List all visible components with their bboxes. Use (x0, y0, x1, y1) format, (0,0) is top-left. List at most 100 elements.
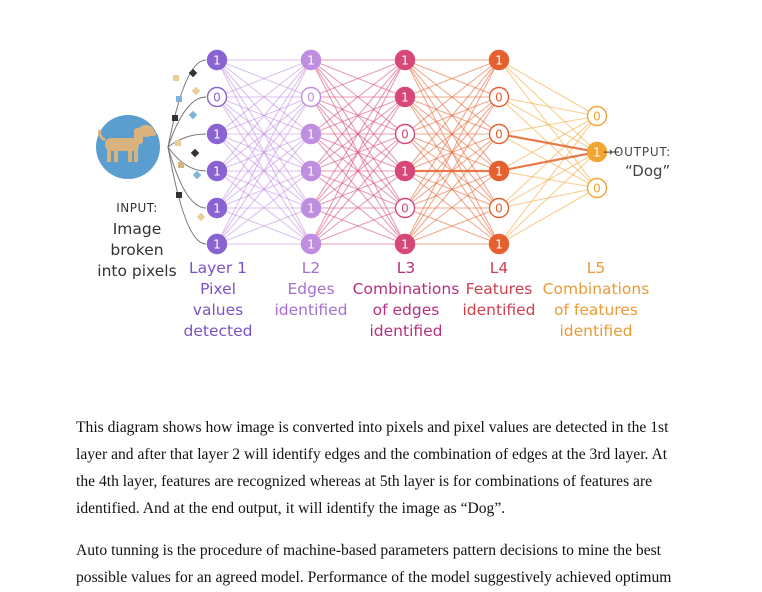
input-arrow (167, 146, 207, 209)
layer-label-1: Layer 1 Pixel values detected (168, 258, 268, 342)
layer-desc-line: Features (465, 280, 533, 298)
paragraph-line: identified. And at the end output, it wi… (76, 500, 506, 517)
input-text-line: Image (112, 220, 162, 238)
layer-label-2: L2 Edges identified (261, 258, 361, 321)
layer-title: L4 (489, 259, 509, 277)
input-label: INPUT: Image broken into pixels (82, 198, 192, 282)
input-arrow (167, 146, 207, 245)
neuron-value: 0 (401, 128, 409, 142)
neuron-value: 1 (401, 165, 409, 179)
network-connection (310, 133, 406, 245)
neuron-node (206, 86, 228, 108)
paragraph-line: layer and after that layer 2 will identi… (76, 446, 668, 463)
network-connection (404, 59, 500, 98)
pixel-square (196, 212, 206, 222)
network-connection (216, 59, 312, 172)
neuron-value: 0 (495, 202, 503, 216)
input-heading: INPUT: (116, 201, 158, 215)
neuron-node (300, 49, 322, 71)
layer-desc-line: identified (462, 301, 536, 319)
network-connection (216, 96, 312, 245)
paragraph-line: the 4th layer, features are recognized w… (76, 473, 653, 490)
paragraph-line: possible values for an agreed model. Per… (76, 569, 672, 586)
network-connection (498, 187, 598, 245)
network-connection (310, 207, 406, 245)
neuron-value: 1 (401, 238, 409, 252)
neuron-node (586, 105, 608, 127)
neuron-node (394, 49, 416, 71)
network-connection (498, 59, 598, 117)
neuron-value: 1 (495, 165, 503, 179)
network-connection (498, 96, 598, 117)
pixel-square (190, 148, 200, 158)
dog-icon (98, 125, 156, 162)
neuron-node (394, 233, 416, 255)
network-connection (216, 59, 312, 135)
network-connection (498, 115, 598, 135)
neuron-value: 1 (213, 238, 221, 252)
neuron-node (206, 160, 228, 182)
layer-desc-line: Pixel (200, 280, 236, 298)
input-arrow (167, 133, 207, 148)
network-connection (216, 59, 312, 209)
neuron-node (206, 49, 228, 71)
pixel-square (191, 86, 201, 96)
layer-label-5: L5 Combinations of features identified (536, 258, 656, 342)
network-connection (310, 59, 406, 135)
layer-desc-line: identified (559, 322, 633, 340)
pixel-square (175, 140, 181, 146)
input-arrow (167, 146, 207, 172)
neuron-value: 1 (213, 202, 221, 216)
layer-title: L5 (586, 259, 606, 277)
network-connection (404, 59, 500, 245)
input-arrow (167, 59, 207, 148)
neuron-node (206, 197, 228, 219)
neuron-node (586, 177, 608, 199)
layer-desc-line: detected (183, 322, 253, 340)
neuron-node (488, 197, 510, 219)
layer-desc-line: Combinations (352, 280, 460, 298)
output-value: “Dog” (625, 162, 671, 180)
neuron-node (300, 160, 322, 182)
layer-label-3: L3 Combinations of edges identified (346, 258, 466, 342)
network-connection (310, 59, 406, 209)
network-connection (498, 115, 598, 245)
network-connection (404, 59, 500, 135)
highlighted-connection (498, 132, 598, 154)
neuron-node (300, 197, 322, 219)
pixel-square (188, 110, 198, 120)
neuron-node (300, 233, 322, 255)
paragraph-line: Auto tunning is the procedure of machine… (76, 542, 662, 559)
network-connection (310, 59, 406, 98)
network-connection (216, 207, 312, 245)
neuron-value: 0 (213, 91, 221, 105)
neuron-value: 0 (495, 128, 503, 142)
neuron-node (206, 233, 228, 255)
neuron-node (488, 123, 510, 145)
neuron-value: 0 (307, 91, 315, 105)
neuron-value: 1 (307, 238, 315, 252)
paragraph-auto-tuning: Auto tunning is the procedure of machine… (76, 537, 696, 591)
layer-desc-line: of features (554, 301, 638, 319)
neuron-value: 1 (307, 54, 315, 68)
neuron-node (394, 197, 416, 219)
neuron-value: 1 (401, 91, 409, 105)
layer-title: Layer 1 (188, 259, 247, 277)
neuron-node (488, 233, 510, 255)
layer-desc-line: Edges (287, 280, 335, 298)
neuron-value: 1 (307, 128, 315, 142)
neuron-node (488, 49, 510, 71)
network-connection (404, 133, 500, 245)
neuron-node (586, 141, 608, 163)
neuron-node (394, 86, 416, 108)
network-connection (498, 151, 598, 245)
neuron-value: 1 (401, 54, 409, 68)
pixel-square (178, 162, 184, 168)
neuron-value: 1 (495, 238, 503, 252)
output-heading: →OUTPUT: (603, 145, 672, 159)
output-label: →OUTPUT: “Dog” (603, 143, 703, 182)
neuron-value: 0 (495, 91, 503, 105)
neuron-value: 0 (401, 202, 409, 216)
layer-desc-line: identified (369, 322, 443, 340)
